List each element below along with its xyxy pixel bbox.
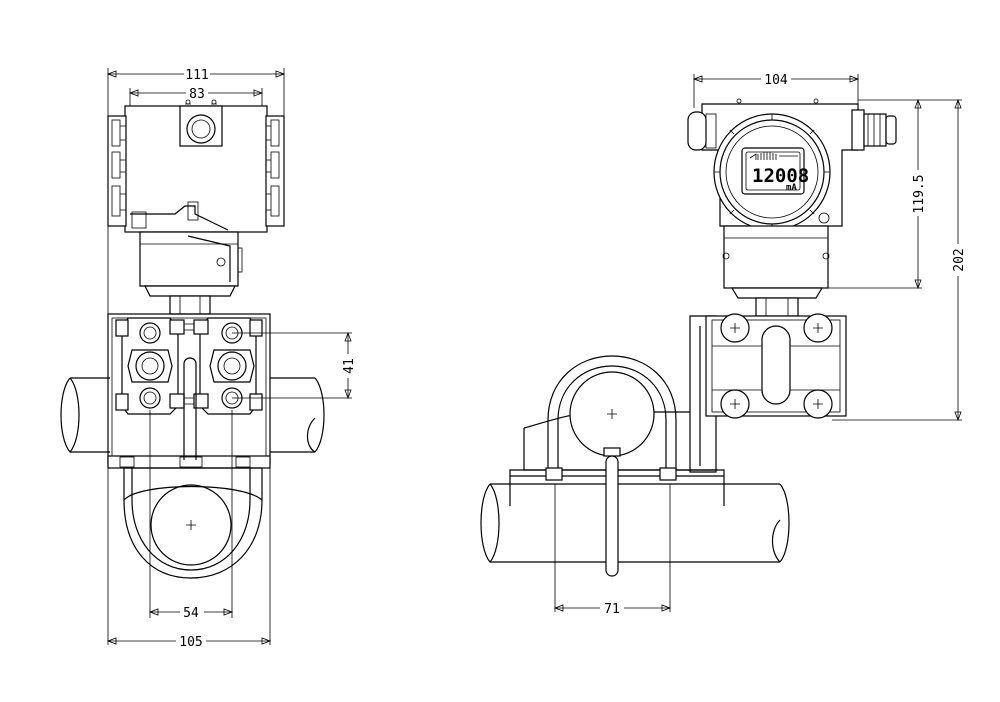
front-housing: [107, 99, 285, 233]
side-housing: 12008 mA: [687, 98, 897, 317]
front-ubolt: [123, 467, 263, 579]
dim-front-inner-width: 83: [128, 85, 264, 102]
dim-side-height-total: 202: [950, 98, 967, 422]
side-pipe: [480, 483, 790, 563]
lcd-unit: mA: [786, 183, 797, 193]
front-neck: [139, 231, 243, 315]
dim-label-202: 202: [952, 248, 967, 271]
dim-front-top-width: 111: [106, 66, 286, 83]
dim-front-bracket-width: 105: [106, 633, 272, 650]
dim-label-83: 83: [189, 87, 205, 102]
front-extension-lines: [107, 68, 352, 645]
side-ubolt: [545, 355, 677, 577]
dim-label-105: 105: [179, 635, 202, 650]
side-extension-lines: [554, 74, 962, 612]
front-view: 111 83 41 54 105: [60, 66, 357, 650]
front-flanges: [115, 317, 263, 460]
front-pipe: [60, 377, 325, 453]
side-view: 12008 mA: [480, 71, 967, 617]
dim-label-54: 54: [183, 606, 199, 621]
dim-front-bolt-horizontal: 54: [148, 604, 234, 621]
dim-side-ubolt-spacing: 71: [553, 600, 672, 617]
dim-label-104: 104: [764, 73, 788, 88]
dim-label-71: 71: [604, 602, 620, 617]
dim-label-111: 111: [185, 68, 208, 83]
dim-label-41: 41: [342, 358, 357, 374]
dim-side-height-short: 119.5: [910, 98, 927, 290]
dim-side-top-width: 104: [692, 71, 860, 88]
lcd-reading: 12008: [752, 165, 809, 187]
side-bracket: [509, 315, 725, 506]
dim-label-119-5: 119.5: [912, 174, 927, 213]
side-flanges: [705, 313, 847, 419]
dim-front-bolt-vertical: 41: [340, 331, 357, 400]
